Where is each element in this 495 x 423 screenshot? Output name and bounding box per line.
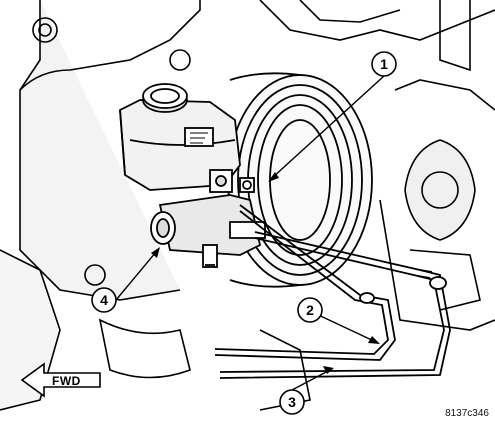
callout-2: 2 [297,297,323,323]
fluid-reservoir [119,83,241,191]
callout-1: 1 [371,51,397,77]
leader-lines [115,75,385,391]
master-cylinder [150,169,266,268]
figure-code: 8137c346 [445,408,489,419]
callout-3: 3 [279,389,305,415]
brake-lines [214,204,451,379]
svg-text:3: 3 [288,394,296,410]
forward-direction-arrow: FWD [20,362,101,398]
svg-text:1: 1 [380,56,388,72]
svg-text:4: 4 [100,292,108,308]
fwd-label: FWD [52,374,81,388]
callout-4: 4 [91,287,117,313]
leader-arrowheads [151,172,380,374]
svg-text:2: 2 [306,302,314,318]
